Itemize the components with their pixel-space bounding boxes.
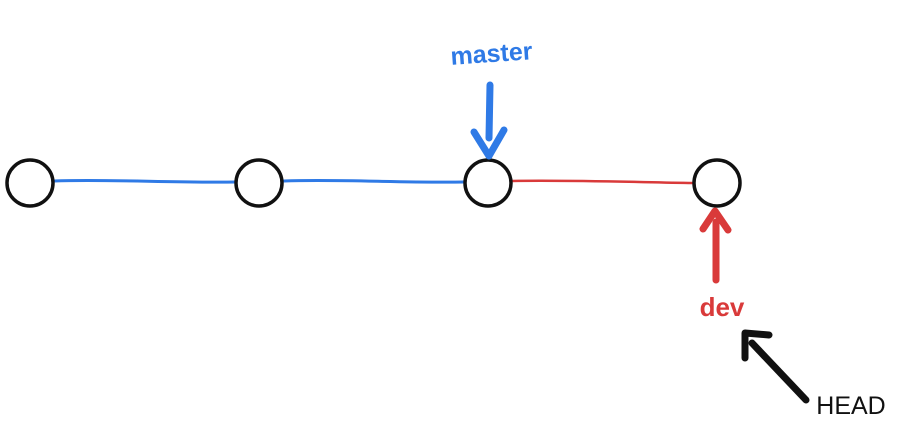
dev-label: dev: [700, 292, 745, 322]
edge-commit1-commit2: [52, 178, 238, 184]
edge-commit3-commit4: [510, 179, 695, 185]
commit-node-2: [234, 158, 284, 208]
head-label: HEAD: [816, 392, 885, 420]
edge-commit2-commit3: [282, 178, 466, 184]
dev-arrow-head: [699, 207, 732, 234]
master-arrow-shaft: [485, 81, 494, 142]
master-arrow-head: [470, 126, 508, 160]
commit-node-4: [692, 158, 742, 208]
head-pointer: HEAD: [741, 329, 886, 420]
head-arrow-shaft: [748, 339, 810, 404]
head-arrow-head: [741, 329, 773, 362]
commit-node-1: [5, 158, 55, 208]
master-pointer: master: [450, 37, 534, 160]
commit-node-3: [463, 158, 513, 208]
master-label: master: [450, 37, 534, 71]
dev-pointer: dev: [699, 207, 745, 322]
